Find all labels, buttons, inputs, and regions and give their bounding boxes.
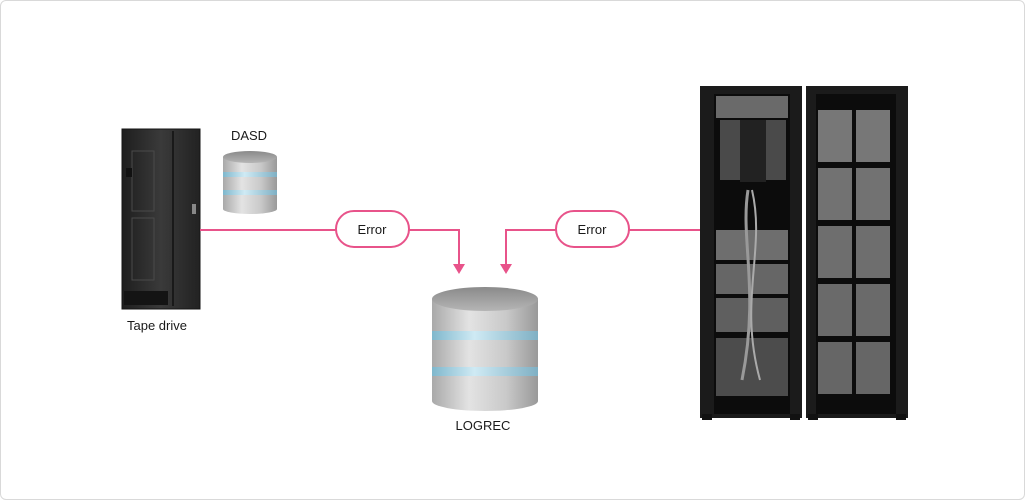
error-label-left: Error: [358, 222, 388, 237]
tape-drive-label: Tape drive: [127, 318, 187, 333]
logrec-label: LOGREC: [456, 418, 511, 433]
disk-stack-icon: [223, 151, 277, 214]
server-rack-icon: [700, 86, 908, 420]
connector-right: [500, 229, 700, 274]
dasd-label: DASD: [231, 128, 267, 143]
error-badge-left: Error: [335, 210, 410, 248]
database-icon: [432, 287, 538, 411]
error-badge-right: Error: [555, 210, 630, 248]
error-label-right: Error: [578, 222, 608, 237]
connector-left: [200, 229, 465, 274]
tape-drive-cabinet-icon: [121, 128, 201, 310]
